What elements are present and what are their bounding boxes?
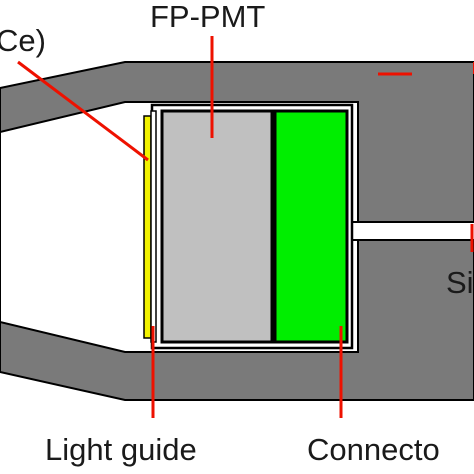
connector-block [273, 109, 349, 344]
label-scintillator: Ce) [0, 23, 46, 58]
label-pmt: FP-PMT [150, 0, 265, 34]
label-light-guide: Light guide [45, 432, 197, 467]
scintillator-plate [143, 115, 152, 339]
cable-channel [345, 221, 474, 241]
label-connector: Connecto [307, 432, 440, 467]
light-guide-plate [150, 110, 157, 343]
leader-line-scintillator [17, 60, 149, 162]
label-cable: Si [446, 265, 474, 300]
pmt-body [160, 109, 274, 344]
